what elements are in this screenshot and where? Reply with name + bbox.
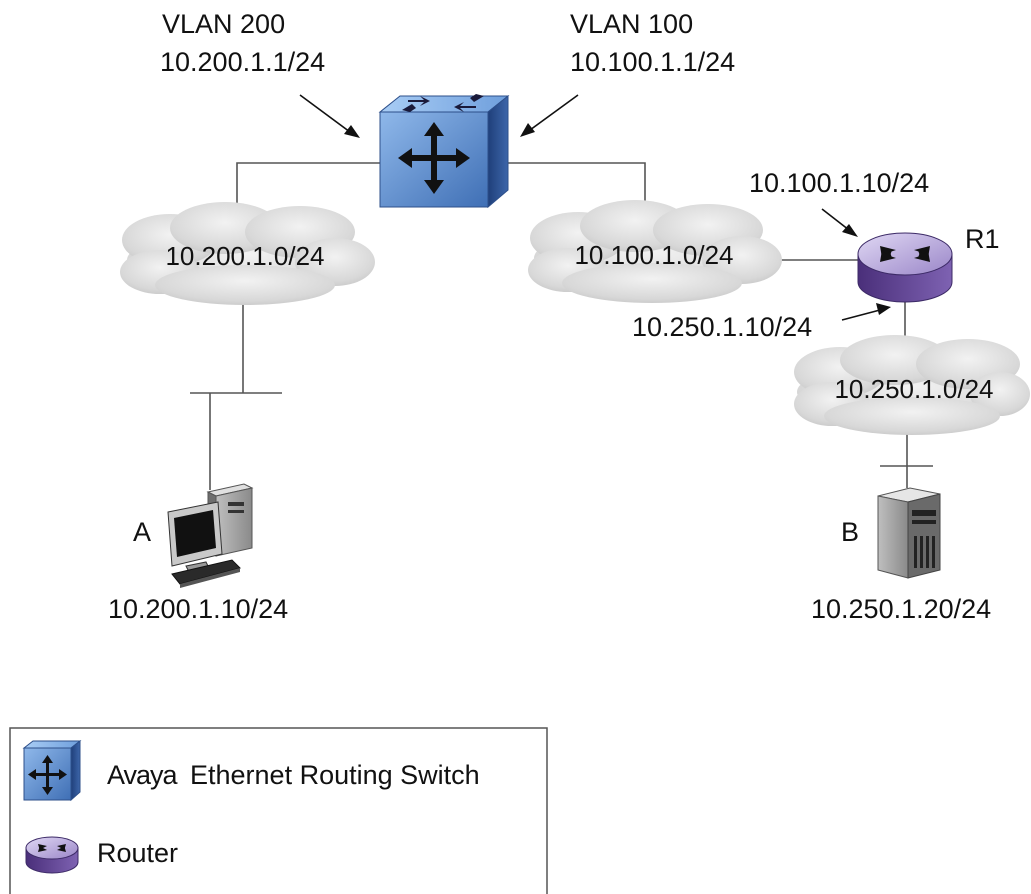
legend-switch-brand: Avaya <box>107 760 179 790</box>
cloud-left: 10.200.1.0/24 <box>120 202 375 305</box>
host-b-ip: 10.250.1.20/24 <box>811 594 991 624</box>
cloud-right-label: 10.250.1.0/24 <box>834 374 993 404</box>
legend-router-icon <box>25 836 79 874</box>
link-switch-left-cloud <box>236 162 380 212</box>
vlan100-label: VLAN 100 <box>570 9 693 39</box>
cloud-middle-label: 10.100.1.0/24 <box>574 240 733 270</box>
host-a-ip: 10.200.1.10/24 <box>108 594 288 624</box>
cloud-left-label: 10.200.1.0/24 <box>165 241 324 271</box>
callout-arrows <box>299 94 891 321</box>
router-ip-top: 10.100.1.10/24 <box>749 168 929 198</box>
host-a-name: A <box>133 517 151 547</box>
cloud-middle: 10.100.1.0/24 <box>528 200 782 303</box>
cloud-right: 10.250.1.0/24 <box>794 335 1030 435</box>
legend-switch-icon <box>22 739 82 802</box>
vlan200-label: VLAN 200 <box>162 9 285 39</box>
host-b-server-icon[interactable] <box>877 487 941 579</box>
legend: Avaya Ethernet Routing Switch Router <box>9 727 548 894</box>
link-switch-middle-cloud <box>492 162 646 208</box>
vlan100-ip: 10.100.1.1/24 <box>570 47 735 77</box>
host-b-name: B <box>841 517 859 547</box>
router-ip-bottom: 10.250.1.10/24 <box>632 312 812 342</box>
legend-router-label: Router <box>97 838 178 868</box>
ethernet-routing-switch-icon[interactable] <box>378 94 510 209</box>
legend-switch-label: Ethernet Routing Switch <box>190 760 480 790</box>
router-name: R1 <box>965 224 1000 254</box>
vlan200-ip: 10.200.1.1/24 <box>160 47 325 77</box>
host-a-pc-icon[interactable] <box>167 483 254 588</box>
router-r1-icon[interactable] <box>857 232 953 303</box>
